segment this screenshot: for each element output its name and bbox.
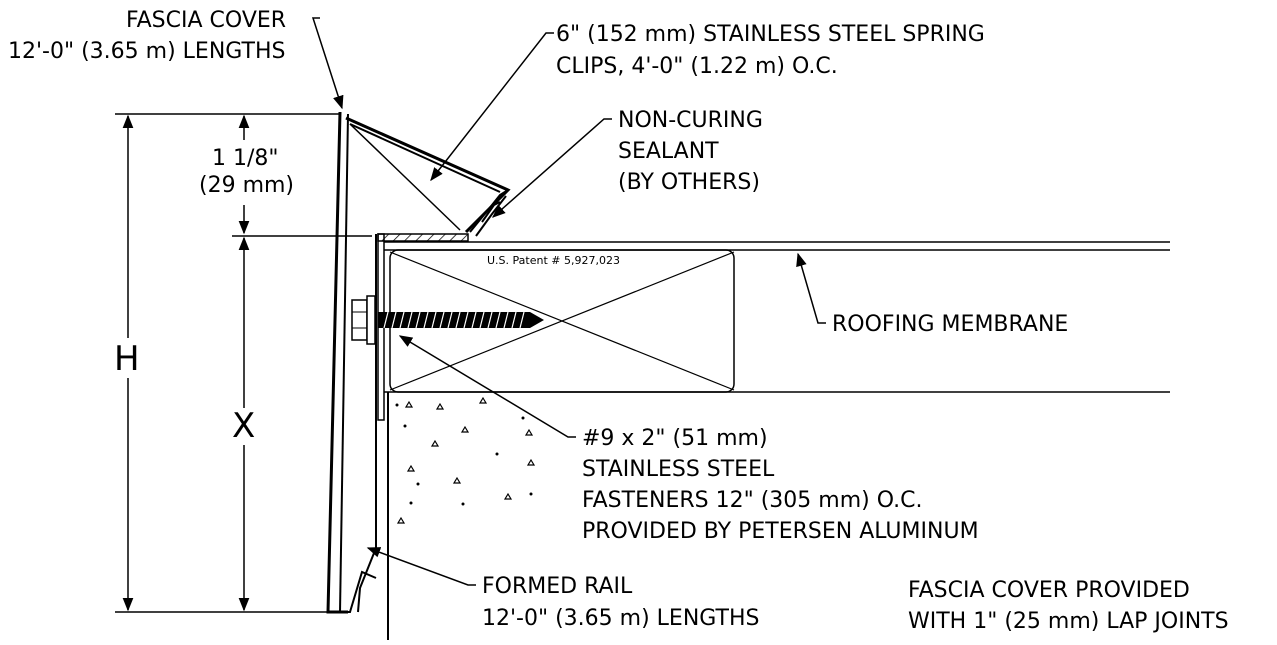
fascia-cover-label: FASCIA COVER xyxy=(126,8,286,33)
dimension-h xyxy=(115,113,340,613)
leaders xyxy=(311,17,826,586)
sealant-label-2: SEALANT xyxy=(618,139,719,164)
lap-joint-note-2: WITH 1" (25 mm) LAP JOINTS xyxy=(908,609,1229,634)
lap-joint-note: FASCIA COVER PROVIDED xyxy=(908,578,1190,603)
fascia-cover xyxy=(326,111,511,614)
concrete-texture xyxy=(396,396,536,524)
spring-clips-spacing-label: CLIPS, 4'-0" (1.22 m) O.C. xyxy=(556,54,838,79)
formed-rail-lengths-label: 12'-0" (3.65 m) LENGTHS xyxy=(482,606,759,631)
fastener-label-2: STAINLESS STEEL xyxy=(582,457,775,482)
roofing-membrane-label: ROOFING MEMBRANE xyxy=(832,312,1068,337)
dimension-x-label: X xyxy=(232,406,255,446)
formed-rail-label: FORMED RAIL xyxy=(482,574,633,599)
formed-rail xyxy=(357,233,469,613)
sealant-label: NON-CURING xyxy=(618,108,763,133)
patent-text: U.S. Patent # 5,927,023 xyxy=(487,254,620,267)
fastener-label: #9 x 2" (51 mm) xyxy=(582,426,768,451)
wood-nailer xyxy=(384,241,1170,393)
fastener-label-4: PROVIDED BY PETERSEN ALUMINUM xyxy=(582,519,979,544)
sealant-label-3: (BY OTHERS) xyxy=(618,170,760,195)
dimension-x xyxy=(232,235,372,612)
dimension-29mm-label: (29 mm) xyxy=(199,173,294,198)
dimension-h-label: H xyxy=(114,339,140,379)
fastener-label-3: FASTENERS 12" (305 mm) O.C. xyxy=(582,488,922,513)
dimension-1-1-8-label: 1 1/8" xyxy=(212,146,279,171)
fastener xyxy=(351,295,544,345)
fascia-cover-lengths-label: 12'-0" (3.65 m) LENGTHS xyxy=(8,39,285,64)
spring-clips-label: 6" (152 mm) STAINLESS STEEL SPRING xyxy=(556,22,985,47)
